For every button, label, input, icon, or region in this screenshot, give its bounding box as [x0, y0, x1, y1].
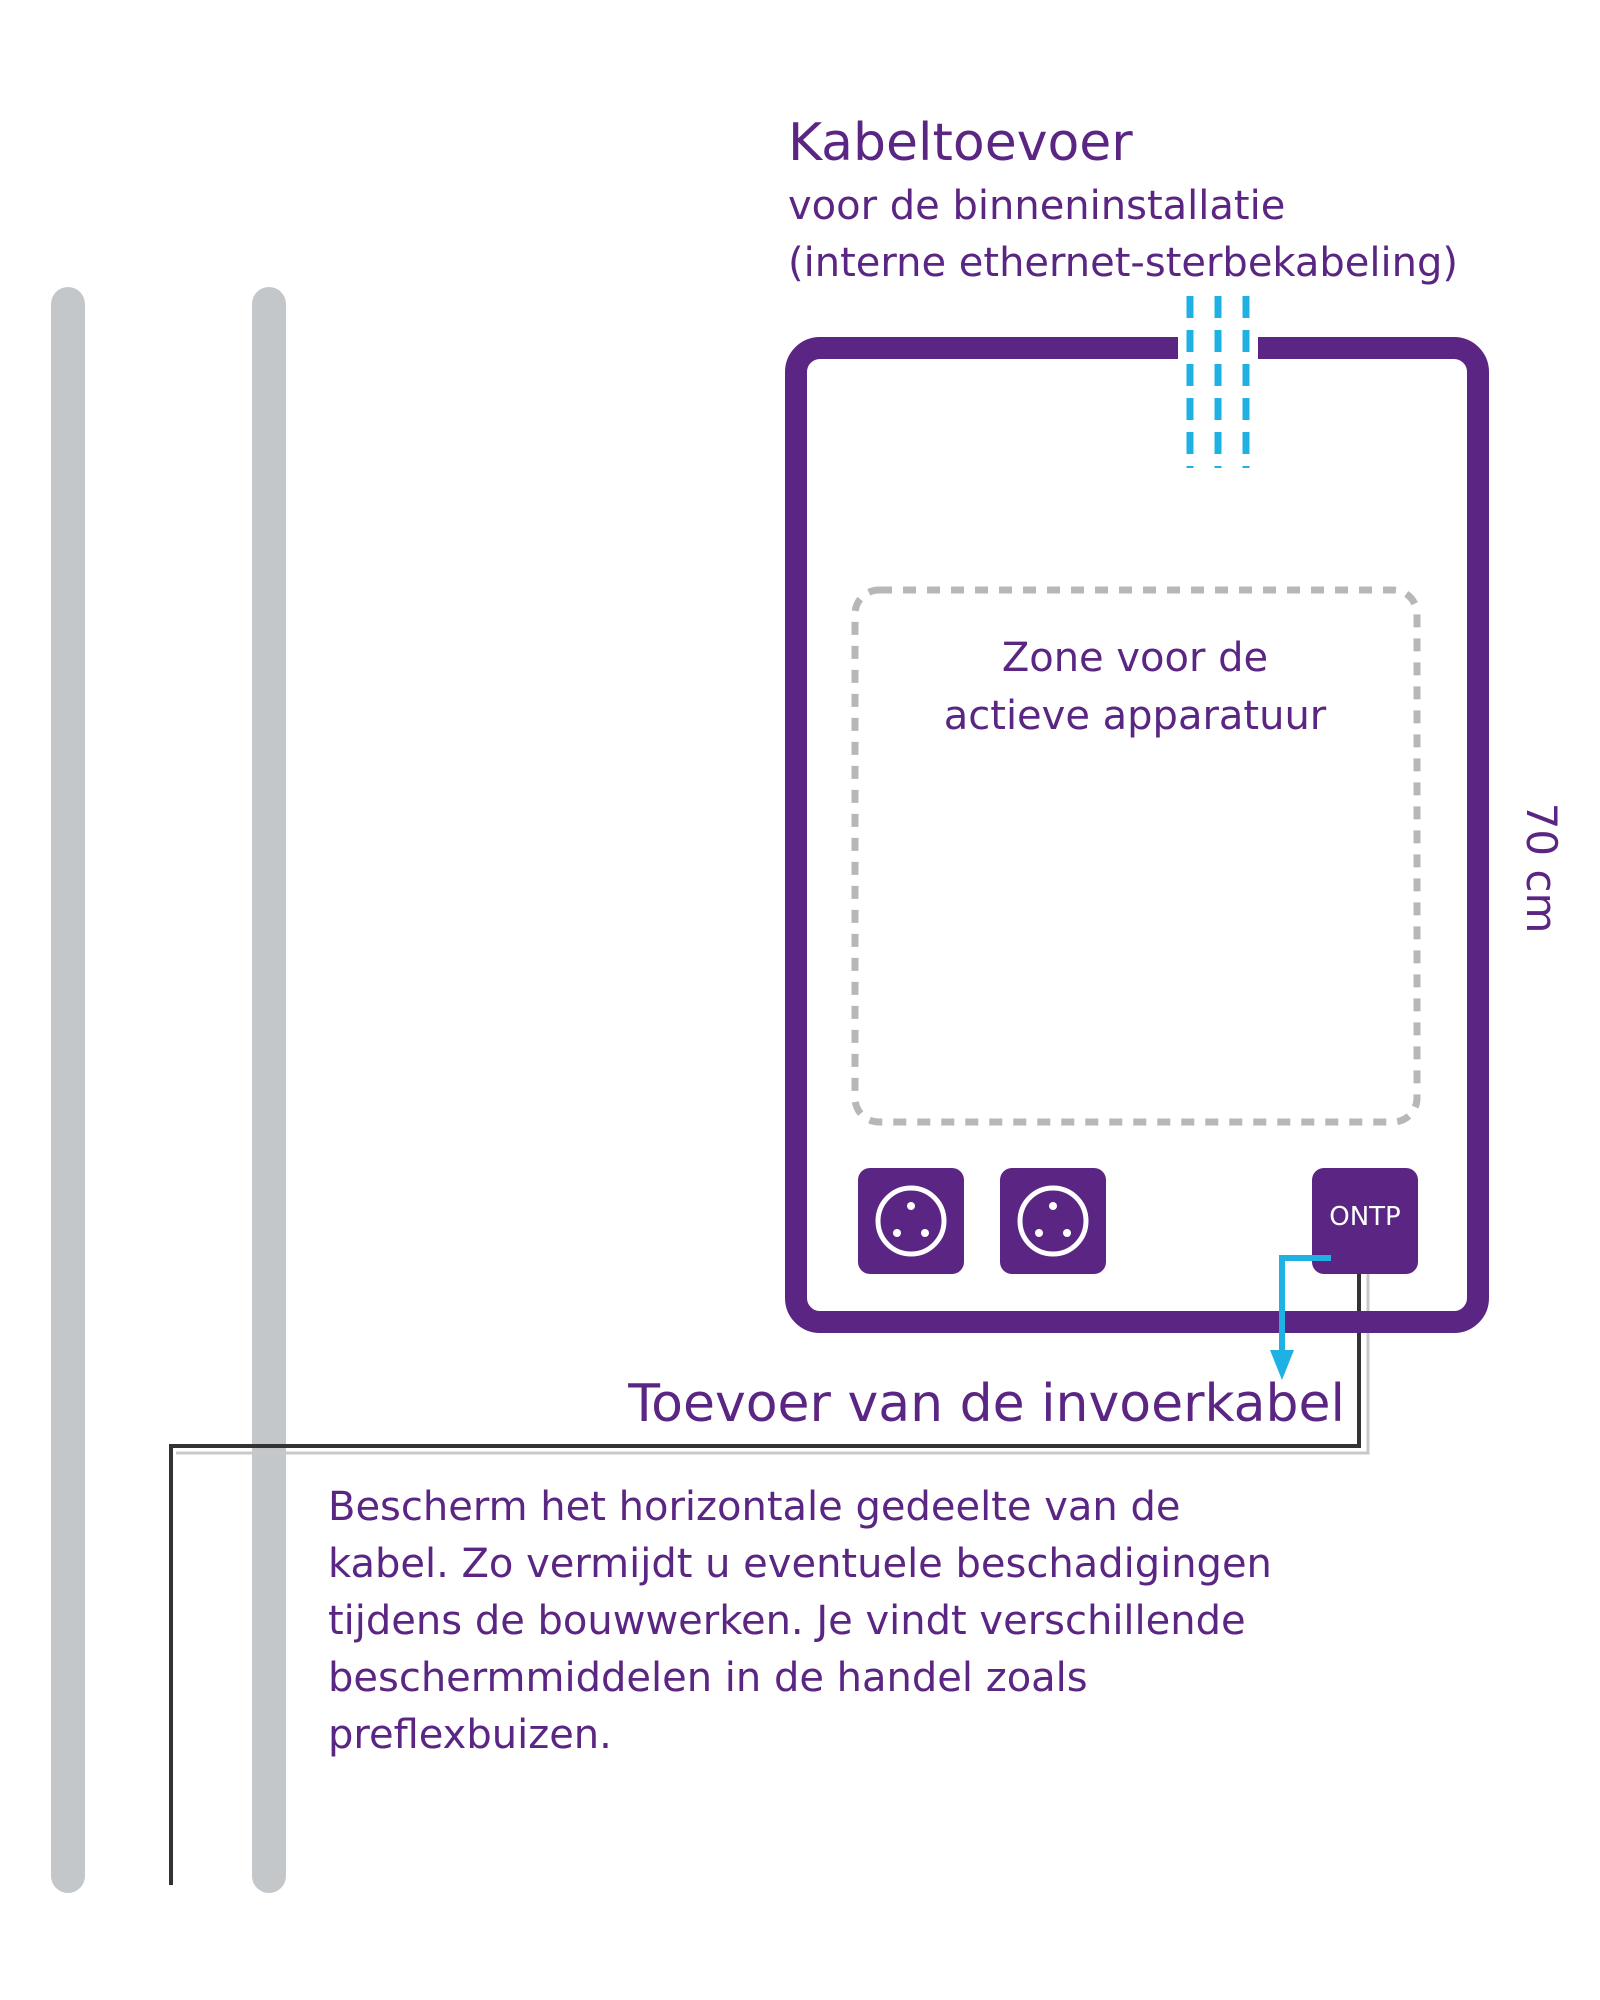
cabinet-frame [785, 337, 1489, 1333]
note-line-2: kabel. Zo vermijdt u eventuele beschadig… [328, 1541, 1272, 1587]
feed-arrow-head [1270, 1350, 1294, 1380]
zone-label-line2: actieve apparatuur [943, 693, 1327, 739]
power-outlet-2 [1000, 1168, 1106, 1274]
feed-arrow-line [1279, 1255, 1331, 1352]
outlet-icon [1017, 1185, 1089, 1257]
outlet-icon [875, 1185, 947, 1257]
note-line-4: beschermmiddelen in de handel zoals [328, 1655, 1088, 1701]
ontp-label: ONTP [1329, 1202, 1401, 1232]
cable-entry-subtitle-2: (interne ethernet-sterbekabeling) [788, 240, 1458, 286]
input-cable-label: Toevoer van de invoerkabel [628, 1374, 1345, 1434]
power-outlet-1 [858, 1168, 964, 1274]
note-line-3: tijdens de bouwwerken. Je vindt verschil… [328, 1598, 1246, 1644]
active-equipment-zone [851, 586, 1421, 1126]
input-cable [169, 1265, 1361, 1885]
zone-label-line1: Zone voor de [1001, 635, 1269, 681]
cable-entry-subtitle-1: voor de binneninstallatie [788, 183, 1286, 229]
note-line-5: preflexbuizen. [328, 1712, 612, 1758]
ontp-box [1312, 1168, 1418, 1274]
height-dimension-label: 70 cm [1517, 802, 1566, 934]
note-line-1: Bescherm het horizontale gedeelte van de [328, 1484, 1181, 1530]
cable-entry-title: Kabeltoevoer [788, 113, 1133, 173]
internal-cable-entry [1186, 296, 1250, 468]
